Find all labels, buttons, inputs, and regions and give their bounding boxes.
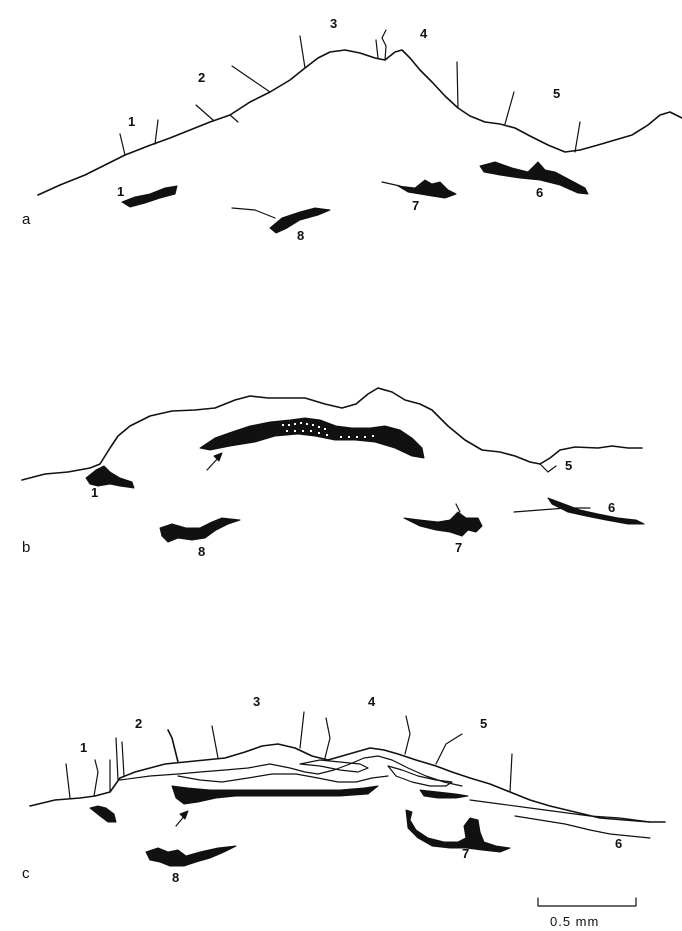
panel-b-label-7: 7 [455, 540, 462, 555]
panel-b-cell-8 [160, 518, 240, 542]
panel-a-label-3: 3 [330, 16, 337, 31]
panel-c-central-cell-right [420, 790, 468, 798]
panel-b-label-5: 5 [565, 458, 572, 473]
panel-b-cell-7 [404, 512, 482, 536]
panel-a-label-4: 4 [420, 26, 428, 41]
panel-c-inner-outline-2 [178, 774, 388, 782]
panel-c-right-layer [470, 800, 650, 822]
panel-a-label-cell-8: 8 [297, 228, 304, 243]
panel-a-branch [120, 134, 125, 155]
panel-c-branch [510, 754, 512, 792]
panel-c-branch [405, 716, 410, 754]
panel-a-branch [232, 66, 270, 92]
panel-b-cell-6 [548, 498, 644, 524]
panel-c-central-cell [172, 786, 378, 804]
scale-bar [538, 898, 636, 906]
panel-a-branch [457, 62, 458, 108]
panel-a-label-5: 5 [553, 86, 560, 101]
panel-a-cell-7 [398, 180, 456, 198]
panel-b-branch [540, 464, 556, 472]
panel-c-cell-1 [90, 806, 116, 822]
panel-b-label-1: 1 [91, 485, 98, 500]
panel-a-branch [196, 105, 213, 120]
panel-a-branch [376, 40, 378, 58]
panel-b-cell-7-branch [456, 504, 460, 512]
panel-label-a: a [22, 211, 31, 228]
panel-c-branch [66, 764, 70, 798]
panel-a-branch [300, 36, 305, 68]
panel-a-branch [505, 92, 514, 124]
panel-c-label-1: 1 [80, 740, 87, 755]
panel-a-cell-1 [122, 186, 177, 207]
panel-b-arrow-head [214, 453, 222, 461]
panel-label-c: c [22, 865, 30, 882]
panel-c-branch [212, 726, 218, 758]
panel-c [30, 712, 665, 906]
panel-c-branch [116, 738, 118, 780]
panel-a-branch [230, 115, 238, 122]
panel-a-cell-6 [480, 162, 588, 194]
panel-c-cell-7 [406, 810, 510, 852]
panel-b [22, 388, 644, 542]
panel-c-surface-outline [30, 744, 665, 822]
panel-a-label-2: 2 [198, 70, 205, 85]
panel-a-label-cell-7: 7 [412, 198, 419, 213]
panel-a-branch [155, 120, 158, 144]
panel-c-label-5: 5 [480, 716, 487, 731]
panel-a-branch [575, 122, 580, 152]
panel-c-label-6: 6 [615, 836, 622, 851]
panel-a-branch [382, 30, 386, 60]
panel-c-branch [168, 730, 178, 762]
panel-c-branch [436, 734, 462, 764]
panel-a-cell-7-tail [382, 182, 400, 186]
panel-c-branch [94, 760, 98, 796]
panel-label-b: b [22, 539, 30, 556]
panel-c-label-8: 8 [172, 870, 179, 885]
panel-c-label-2: 2 [135, 716, 142, 731]
panel-b-label-6: 6 [608, 500, 615, 515]
panel-c-branch [122, 742, 124, 776]
panel-c-label-3: 3 [253, 694, 260, 709]
panel-c-branch [300, 712, 304, 748]
panel-a [38, 30, 682, 233]
panel-c-label-7: 7 [462, 846, 469, 861]
panel-c-branch [325, 718, 330, 758]
panel-c-label-4: 4 [368, 694, 376, 709]
panel-a-cell-8 [232, 208, 275, 218]
panel-a-label-cell-1: 1 [117, 184, 124, 199]
panel-a-label-1: 1 [128, 114, 135, 129]
panel-c-arrow-head [180, 811, 188, 819]
panel-b-label-8: 8 [198, 544, 205, 559]
scale-bar-label: 0.5 mm [550, 914, 599, 929]
panel-c-cell-8 [146, 846, 236, 866]
panel-a-label-cell-6: 6 [536, 185, 543, 200]
